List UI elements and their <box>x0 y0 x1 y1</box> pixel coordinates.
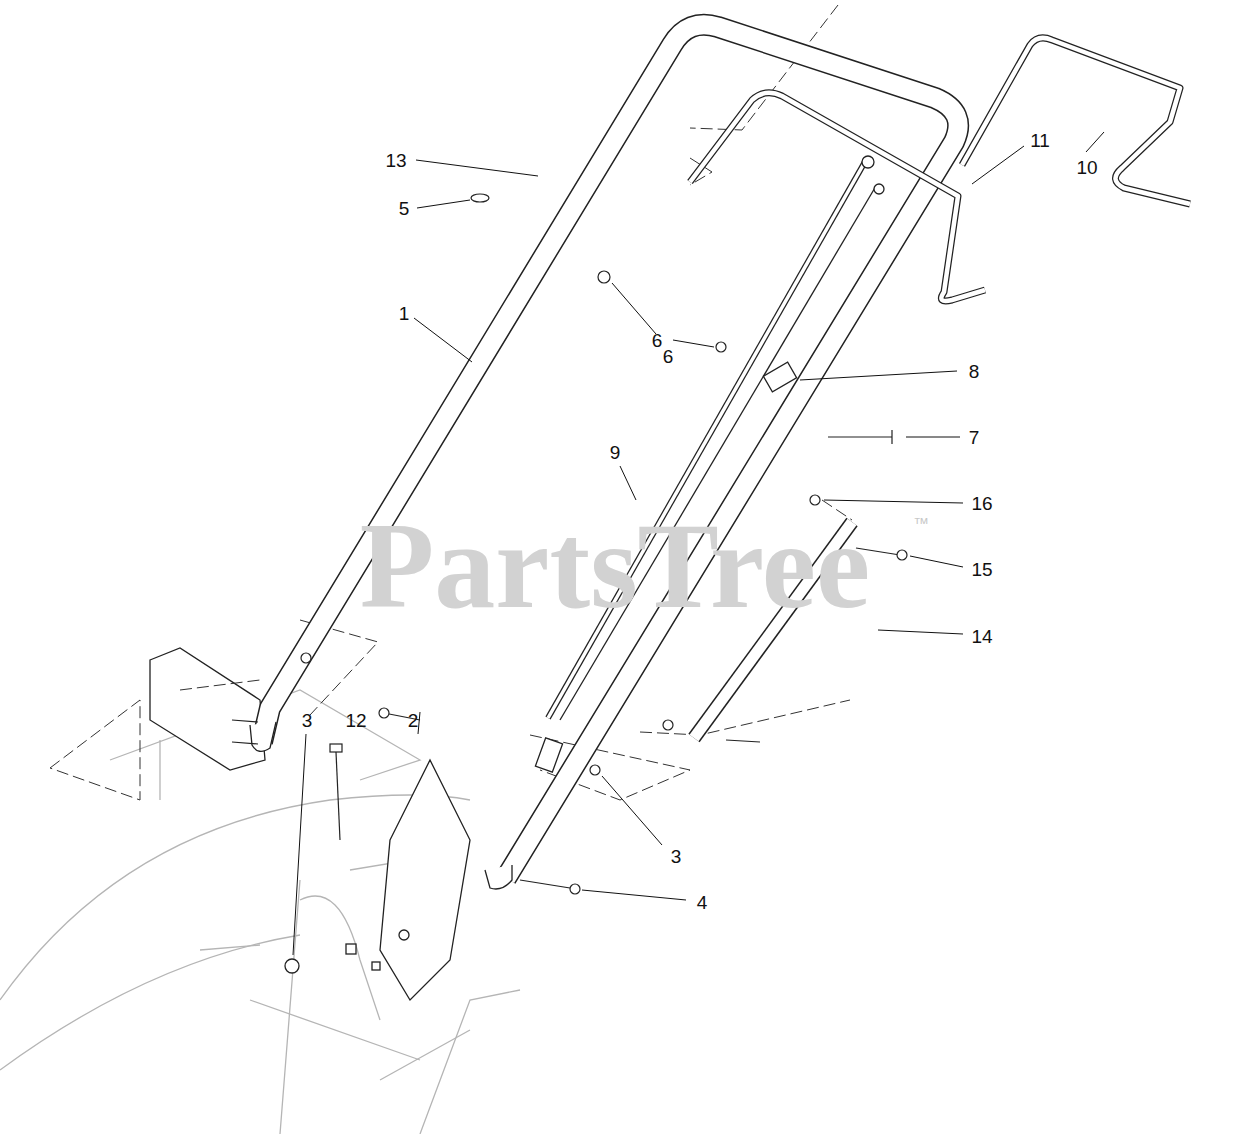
callout-number: 1 <box>399 304 410 323</box>
watermark: PartsTree <box>360 505 870 627</box>
callout-number: 10 <box>1076 158 1097 177</box>
callout-number: 4 <box>697 893 708 912</box>
callout-number: 16 <box>971 494 992 513</box>
callout-number: 5 <box>399 199 410 218</box>
trademark: ™ <box>913 516 929 532</box>
callout-number: 7 <box>969 428 980 447</box>
callout-number: 8 <box>969 362 980 381</box>
callout-number: 9 <box>610 443 621 462</box>
callout-number: 6 <box>652 331 663 350</box>
callout-number: 3 <box>302 711 313 730</box>
callout-number: 14 <box>971 627 992 646</box>
callout-number: 13 <box>385 151 406 170</box>
callout-number: 12 <box>345 711 366 730</box>
callout-number: 3 <box>671 847 682 866</box>
callout-number: 6 <box>663 347 674 366</box>
callout-number: 2 <box>408 711 419 730</box>
callout-number: 11 <box>1030 131 1050 150</box>
callout-number: 15 <box>971 560 992 579</box>
